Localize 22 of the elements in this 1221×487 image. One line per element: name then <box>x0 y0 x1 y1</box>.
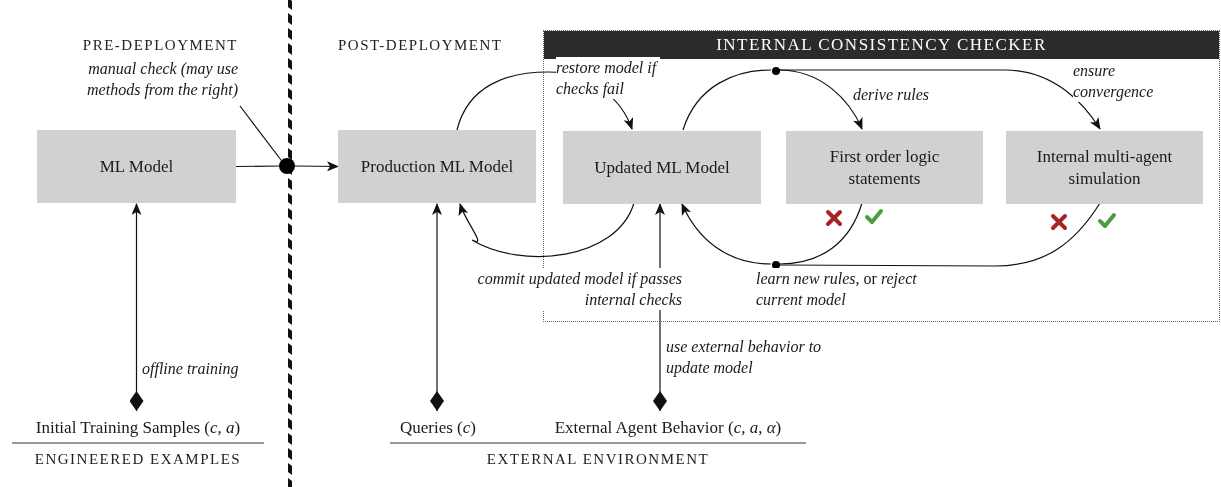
section-heading: EXTERNAL ENVIRONMENT <box>485 450 711 469</box>
section-heading: PRE-DEPLOYMENT <box>81 36 238 55</box>
connector-arrow <box>459 202 635 257</box>
connector-arrow <box>430 203 444 412</box>
process-box: ML Model <box>37 130 236 203</box>
connector-arrow <box>778 69 1101 130</box>
connector-arrow <box>681 203 772 265</box>
source-label: External Agent Behavior (c, a, α) <box>528 411 808 439</box>
process-box: Internal multi-agent simulation <box>1006 131 1203 204</box>
process-box: First order logic statements <box>786 131 983 204</box>
process-box: Updated ML Model <box>563 131 761 204</box>
panel-header: INTERNAL CONSISTENCY CHECKER <box>544 31 1219 59</box>
connector-arrow <box>294 161 339 172</box>
section-heading: POST-DEPLOYMENT <box>338 36 504 55</box>
edge-label: restore model if checks fail <box>556 57 660 99</box>
section-heading: ENGINEERED EXAMPLES <box>33 450 243 469</box>
annotation-text: manual check (may use methods from the right) <box>60 58 238 128</box>
source-label: Initial Training Samples (c, a) <box>12 411 264 439</box>
connector-arrow <box>129 203 144 412</box>
source-label: Queries (c) <box>388 411 488 439</box>
leader-line <box>239 105 282 161</box>
process-box: Production ML Model <box>338 130 536 203</box>
